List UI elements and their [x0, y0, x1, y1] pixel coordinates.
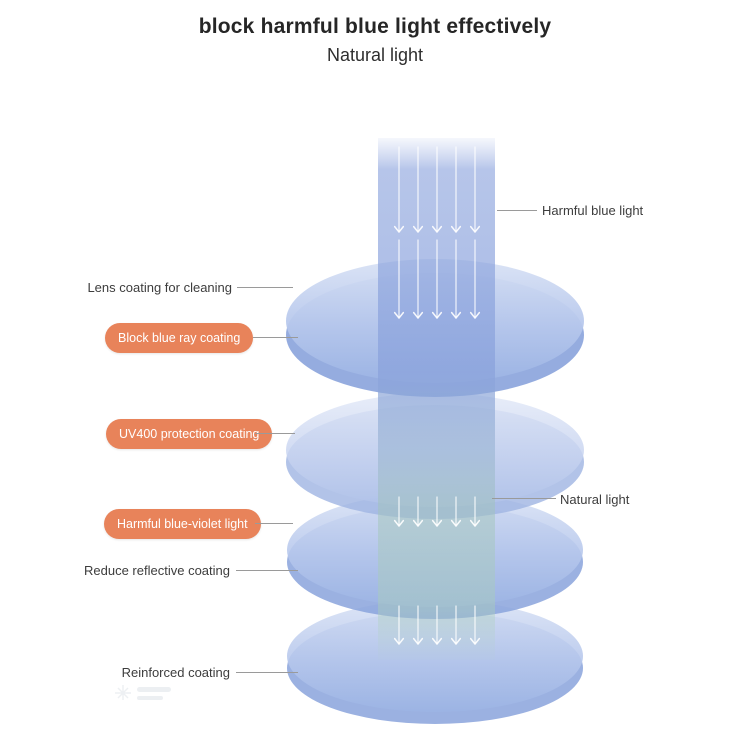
leader-line-harmful-blue-light — [497, 210, 537, 211]
leader-line-blue-violet — [255, 523, 293, 524]
page-subtitle: Natural light — [326, 45, 424, 65]
label-lens-coating-cleaning: Lens coating for cleaning — [87, 280, 232, 295]
page-title: block harmful blue light effectively — [198, 15, 552, 38]
arrow-down-icon-group-bottom — [393, 605, 481, 645]
label-harmful-blue-light: Harmful blue light — [542, 203, 644, 218]
watermark — [115, 685, 171, 700]
label-natural-light: Natural light — [560, 492, 630, 507]
pill-uv400-protection-coating: UV400 protection coating — [106, 419, 273, 449]
label-reinforced-coating: Reinforced coating — [121, 665, 230, 680]
arrow-down-icon-group-top — [393, 146, 481, 319]
leader-line-uv400 — [255, 433, 295, 434]
label-reduce-reflective-coating: Reduce reflective coating — [84, 563, 230, 578]
leader-line-natural-light — [492, 498, 556, 499]
leader-line-block-blue-ray — [253, 337, 298, 338]
arrow-down-icon-group-middle — [393, 496, 481, 527]
leader-line-reinforced — [236, 672, 298, 673]
leader-line-lens-coating — [237, 287, 293, 288]
leader-line-reduce-reflective — [236, 570, 298, 571]
pill-block-blue-ray-coating: Block blue ray coating — [105, 323, 254, 353]
pill-harmful-blue-violet-light: Harmful blue-violet light — [104, 509, 261, 539]
